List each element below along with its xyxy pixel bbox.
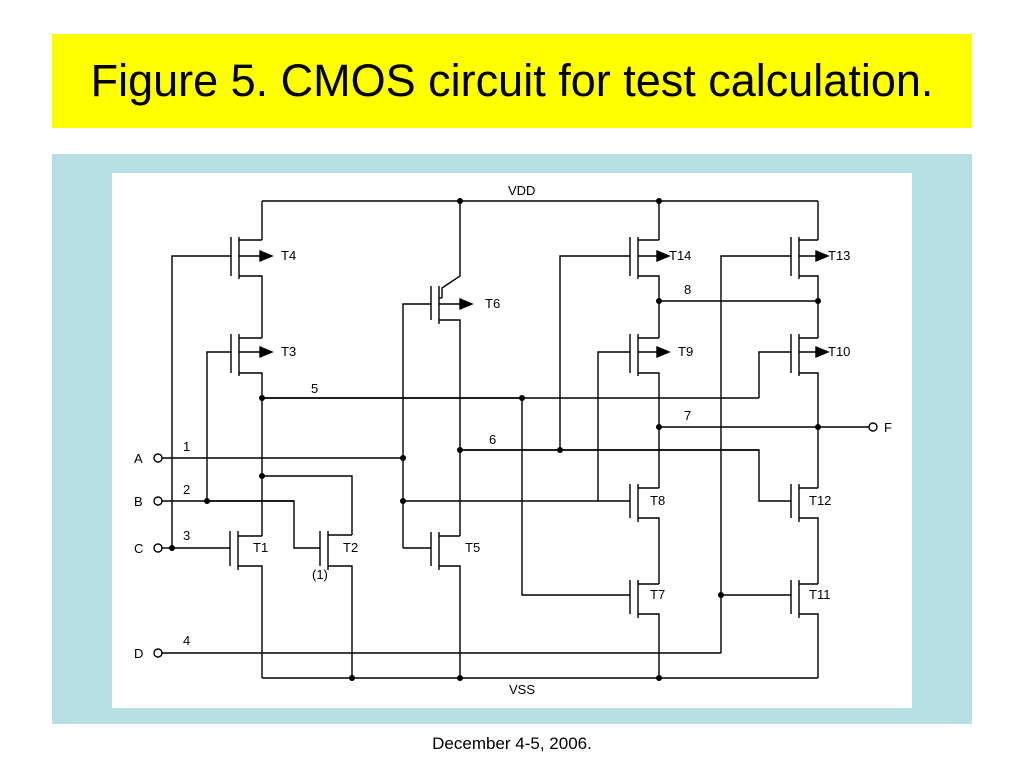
t2-note: (1) <box>312 567 328 582</box>
slide-title: Figure 5. CMOS circuit for test calculat… <box>90 55 934 106</box>
transistor-t9: T9 <box>597 334 693 501</box>
input-d-label: D <box>134 646 143 661</box>
net-8-label: 8 <box>684 282 691 297</box>
t2-label: T2 <box>343 540 358 555</box>
transistor-t5: T5 <box>403 532 480 678</box>
t12-label: T12 <box>809 493 831 508</box>
input-a: A 1 <box>134 439 403 466</box>
t6-label: T6 <box>485 296 500 311</box>
input-a-net: 1 <box>183 439 190 454</box>
cmos-circuit-diagram: VDD VSS T4 <box>134 183 892 697</box>
transistor-t11: T11 <box>721 580 830 621</box>
figure-panel: VDD VSS T4 <box>52 154 972 724</box>
net-6: 6 <box>460 432 759 451</box>
input-c-net: 3 <box>183 528 190 543</box>
vss-label: VSS <box>509 682 535 697</box>
net-5-label: 5 <box>311 381 318 396</box>
t10-label: T10 <box>828 344 850 359</box>
net-6-label: 6 <box>489 432 496 447</box>
net-8: 8 <box>659 282 818 302</box>
output-f-label: F <box>884 420 892 435</box>
input-d: D 4 <box>134 633 721 661</box>
transistor-t6: T6 <box>402 201 500 548</box>
input-d-net: 4 <box>183 633 190 648</box>
input-b-label: B <box>134 494 143 509</box>
net-7: 7 <box>659 408 869 428</box>
input-b-net: 2 <box>183 482 190 497</box>
input-a-label: A <box>134 451 143 466</box>
transistor-t13: T13 <box>720 237 850 653</box>
input-c: C 3 <box>134 528 190 556</box>
transistor-t1: T1 <box>172 531 268 573</box>
net-7-label: 7 <box>684 408 691 423</box>
transistor-t4: T4 <box>171 237 296 548</box>
t5-label: T5 <box>465 540 480 555</box>
title-bar: Figure 5. CMOS circuit for test calculat… <box>52 34 972 128</box>
slide-footer: December 4-5, 2006. <box>432 734 592 753</box>
transistor-t8: T8 <box>598 484 665 525</box>
t1-label: T1 <box>253 540 268 555</box>
output-f: F <box>868 420 892 435</box>
input-c-label: C <box>134 541 143 556</box>
transistor-t3: T3 <box>206 334 296 501</box>
t7-label: T7 <box>650 587 665 602</box>
t4-label: T4 <box>281 248 296 263</box>
t9-label: T9 <box>678 344 693 359</box>
left-stack-wires <box>261 201 522 678</box>
junction-dots <box>169 198 821 681</box>
vdd-label: VDD <box>508 183 535 198</box>
t14-label: T14 <box>669 248 691 263</box>
transistor-t14: T14 <box>559 237 691 450</box>
t13-label: T13 <box>828 248 850 263</box>
transistor-t10: T10 <box>758 334 850 398</box>
input-b: B 2 <box>134 482 598 509</box>
t11-label: T11 <box>809 587 830 602</box>
t3-label: T3 <box>281 344 296 359</box>
transistor-t7: T7 <box>521 398 665 621</box>
circuit-frame: VDD VSS T4 <box>112 173 912 708</box>
net-5: 5 <box>262 381 759 399</box>
t8-label: T8 <box>650 493 665 508</box>
